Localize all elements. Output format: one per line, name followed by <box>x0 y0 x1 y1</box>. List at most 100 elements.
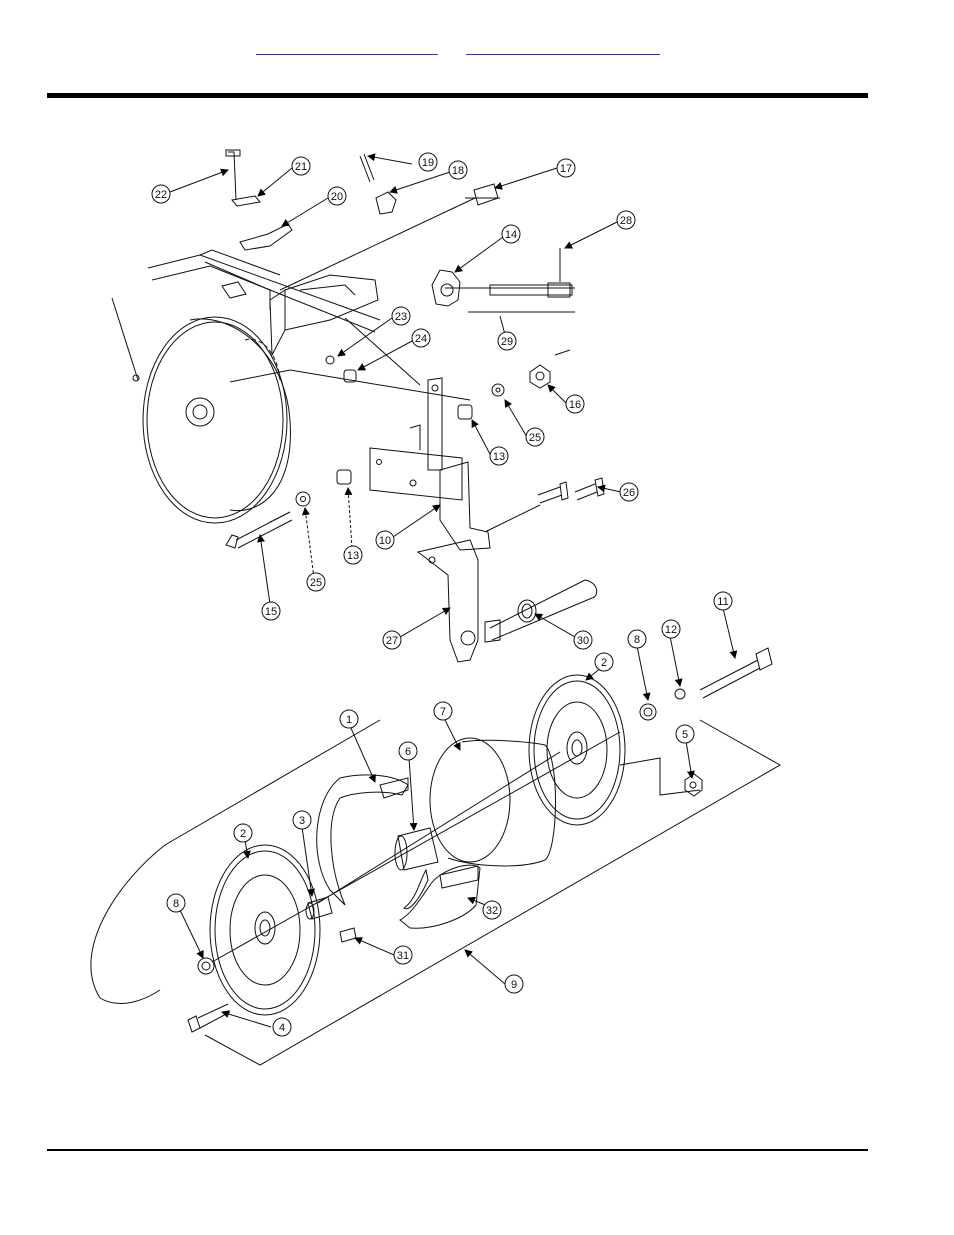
callout-circle <box>375 530 395 550</box>
callout-label: 9 <box>511 979 517 991</box>
callout-11: 11 <box>713 591 733 611</box>
callout-label: 7 <box>440 706 446 718</box>
callout-25-lower: 25 <box>306 572 326 592</box>
callout-label: 29 <box>501 336 513 348</box>
header-link-1[interactable] <box>256 36 438 55</box>
callout-circle <box>573 630 593 650</box>
callout-label: 25 <box>310 577 322 589</box>
callout-label: 25 <box>529 432 541 444</box>
callout-30: 30 <box>573 630 593 650</box>
callout-23: 23 <box>391 306 411 326</box>
callout-13-lower: 13 <box>343 545 363 565</box>
top-rule <box>47 93 868 98</box>
callout-label: 30 <box>577 635 589 647</box>
callout-27: 27 <box>382 630 402 650</box>
callout-label: 21 <box>295 161 307 173</box>
callout-circle <box>306 572 326 592</box>
callout-label: 8 <box>173 898 179 910</box>
callout-circle <box>151 184 171 204</box>
callout-16: 16 <box>565 394 585 414</box>
callout-label: 32 <box>486 905 498 917</box>
callout-label: 5 <box>682 729 688 741</box>
callout-18: 18 <box>448 160 468 180</box>
callout-circle <box>343 545 363 565</box>
callout-12: 12 <box>661 619 681 639</box>
callout-label: 4 <box>279 1022 285 1034</box>
callout-label: 18 <box>452 165 464 177</box>
callout-8-left: 8 <box>166 893 186 913</box>
callout-label: 19 <box>422 157 434 169</box>
callout-13-upper: 13 <box>489 446 509 466</box>
callout-26: 26 <box>619 482 639 502</box>
callout-label: 26 <box>623 487 635 499</box>
callout-label: 16 <box>569 399 581 411</box>
callout-label: 20 <box>331 191 343 203</box>
callout-circle <box>501 224 521 244</box>
callout-circle <box>292 810 312 830</box>
callout-31: 31 <box>393 945 413 965</box>
callout-circle <box>504 974 524 994</box>
callout-label: 13 <box>347 550 359 562</box>
callout-10: 10 <box>375 530 395 550</box>
callout-label: 2 <box>601 657 607 669</box>
callout-circle <box>291 156 311 176</box>
callout-19: 19 <box>418 152 438 172</box>
callout-label: 15 <box>265 606 277 618</box>
callout-label: 31 <box>397 950 409 962</box>
callout-label: 27 <box>386 635 398 647</box>
callout-label: 10 <box>379 535 391 547</box>
callout-circle <box>411 328 431 348</box>
callout-25-upper: 25 <box>525 427 545 447</box>
callout-14: 14 <box>501 224 521 244</box>
callout-circle <box>166 893 186 913</box>
header-link-bar <box>0 36 954 60</box>
callout-1: 1 <box>339 709 359 729</box>
callout-label: 14 <box>505 229 517 241</box>
callout-circle <box>619 482 639 502</box>
callout-3: 3 <box>292 810 312 830</box>
callout-circle <box>433 701 453 721</box>
callout-22: 22 <box>151 184 171 204</box>
callout-circle <box>418 152 438 172</box>
callout-circle <box>382 630 402 650</box>
callout-label: 11 <box>717 596 728 608</box>
callout-2-right: 2 <box>594 652 614 672</box>
callout-24: 24 <box>411 328 431 348</box>
callout-circle <box>391 306 411 326</box>
callout-circle <box>556 158 576 178</box>
callout-circle <box>565 394 585 414</box>
callout-20: 20 <box>327 186 347 206</box>
callout-9: 9 <box>504 974 524 994</box>
callout-circle <box>616 210 636 230</box>
callout-label: 23 <box>395 311 407 323</box>
callout-circle <box>525 427 545 447</box>
bottom-rule <box>47 1149 868 1151</box>
callout-label: 3 <box>299 815 305 827</box>
callout-circle <box>448 160 468 180</box>
callout-17: 17 <box>556 158 576 178</box>
callout-label: 1 <box>346 714 352 726</box>
callout-label: 17 <box>560 163 572 175</box>
callout-circle <box>272 1017 292 1037</box>
callout-label: 28 <box>620 215 632 227</box>
callout-label: 2 <box>240 828 246 840</box>
callout-circle <box>713 591 733 611</box>
callout-28: 28 <box>616 210 636 230</box>
callout-circle <box>661 619 681 639</box>
callout-leaders <box>169 153 738 1028</box>
callout-circle <box>327 186 347 206</box>
callout-5: 5 <box>675 724 695 744</box>
callout-label: 12 <box>665 624 677 636</box>
callout-7: 7 <box>433 701 453 721</box>
header-link-2[interactable] <box>466 36 660 55</box>
callout-29: 29 <box>497 331 517 351</box>
callout-circle <box>233 823 253 843</box>
callout-4: 4 <box>272 1017 292 1037</box>
callout-2-left: 2 <box>233 823 253 843</box>
callout-32: 32 <box>482 900 502 920</box>
callout-label: 22 <box>155 189 167 201</box>
callout-15: 15 <box>261 601 281 621</box>
callout-21: 21 <box>291 156 311 176</box>
